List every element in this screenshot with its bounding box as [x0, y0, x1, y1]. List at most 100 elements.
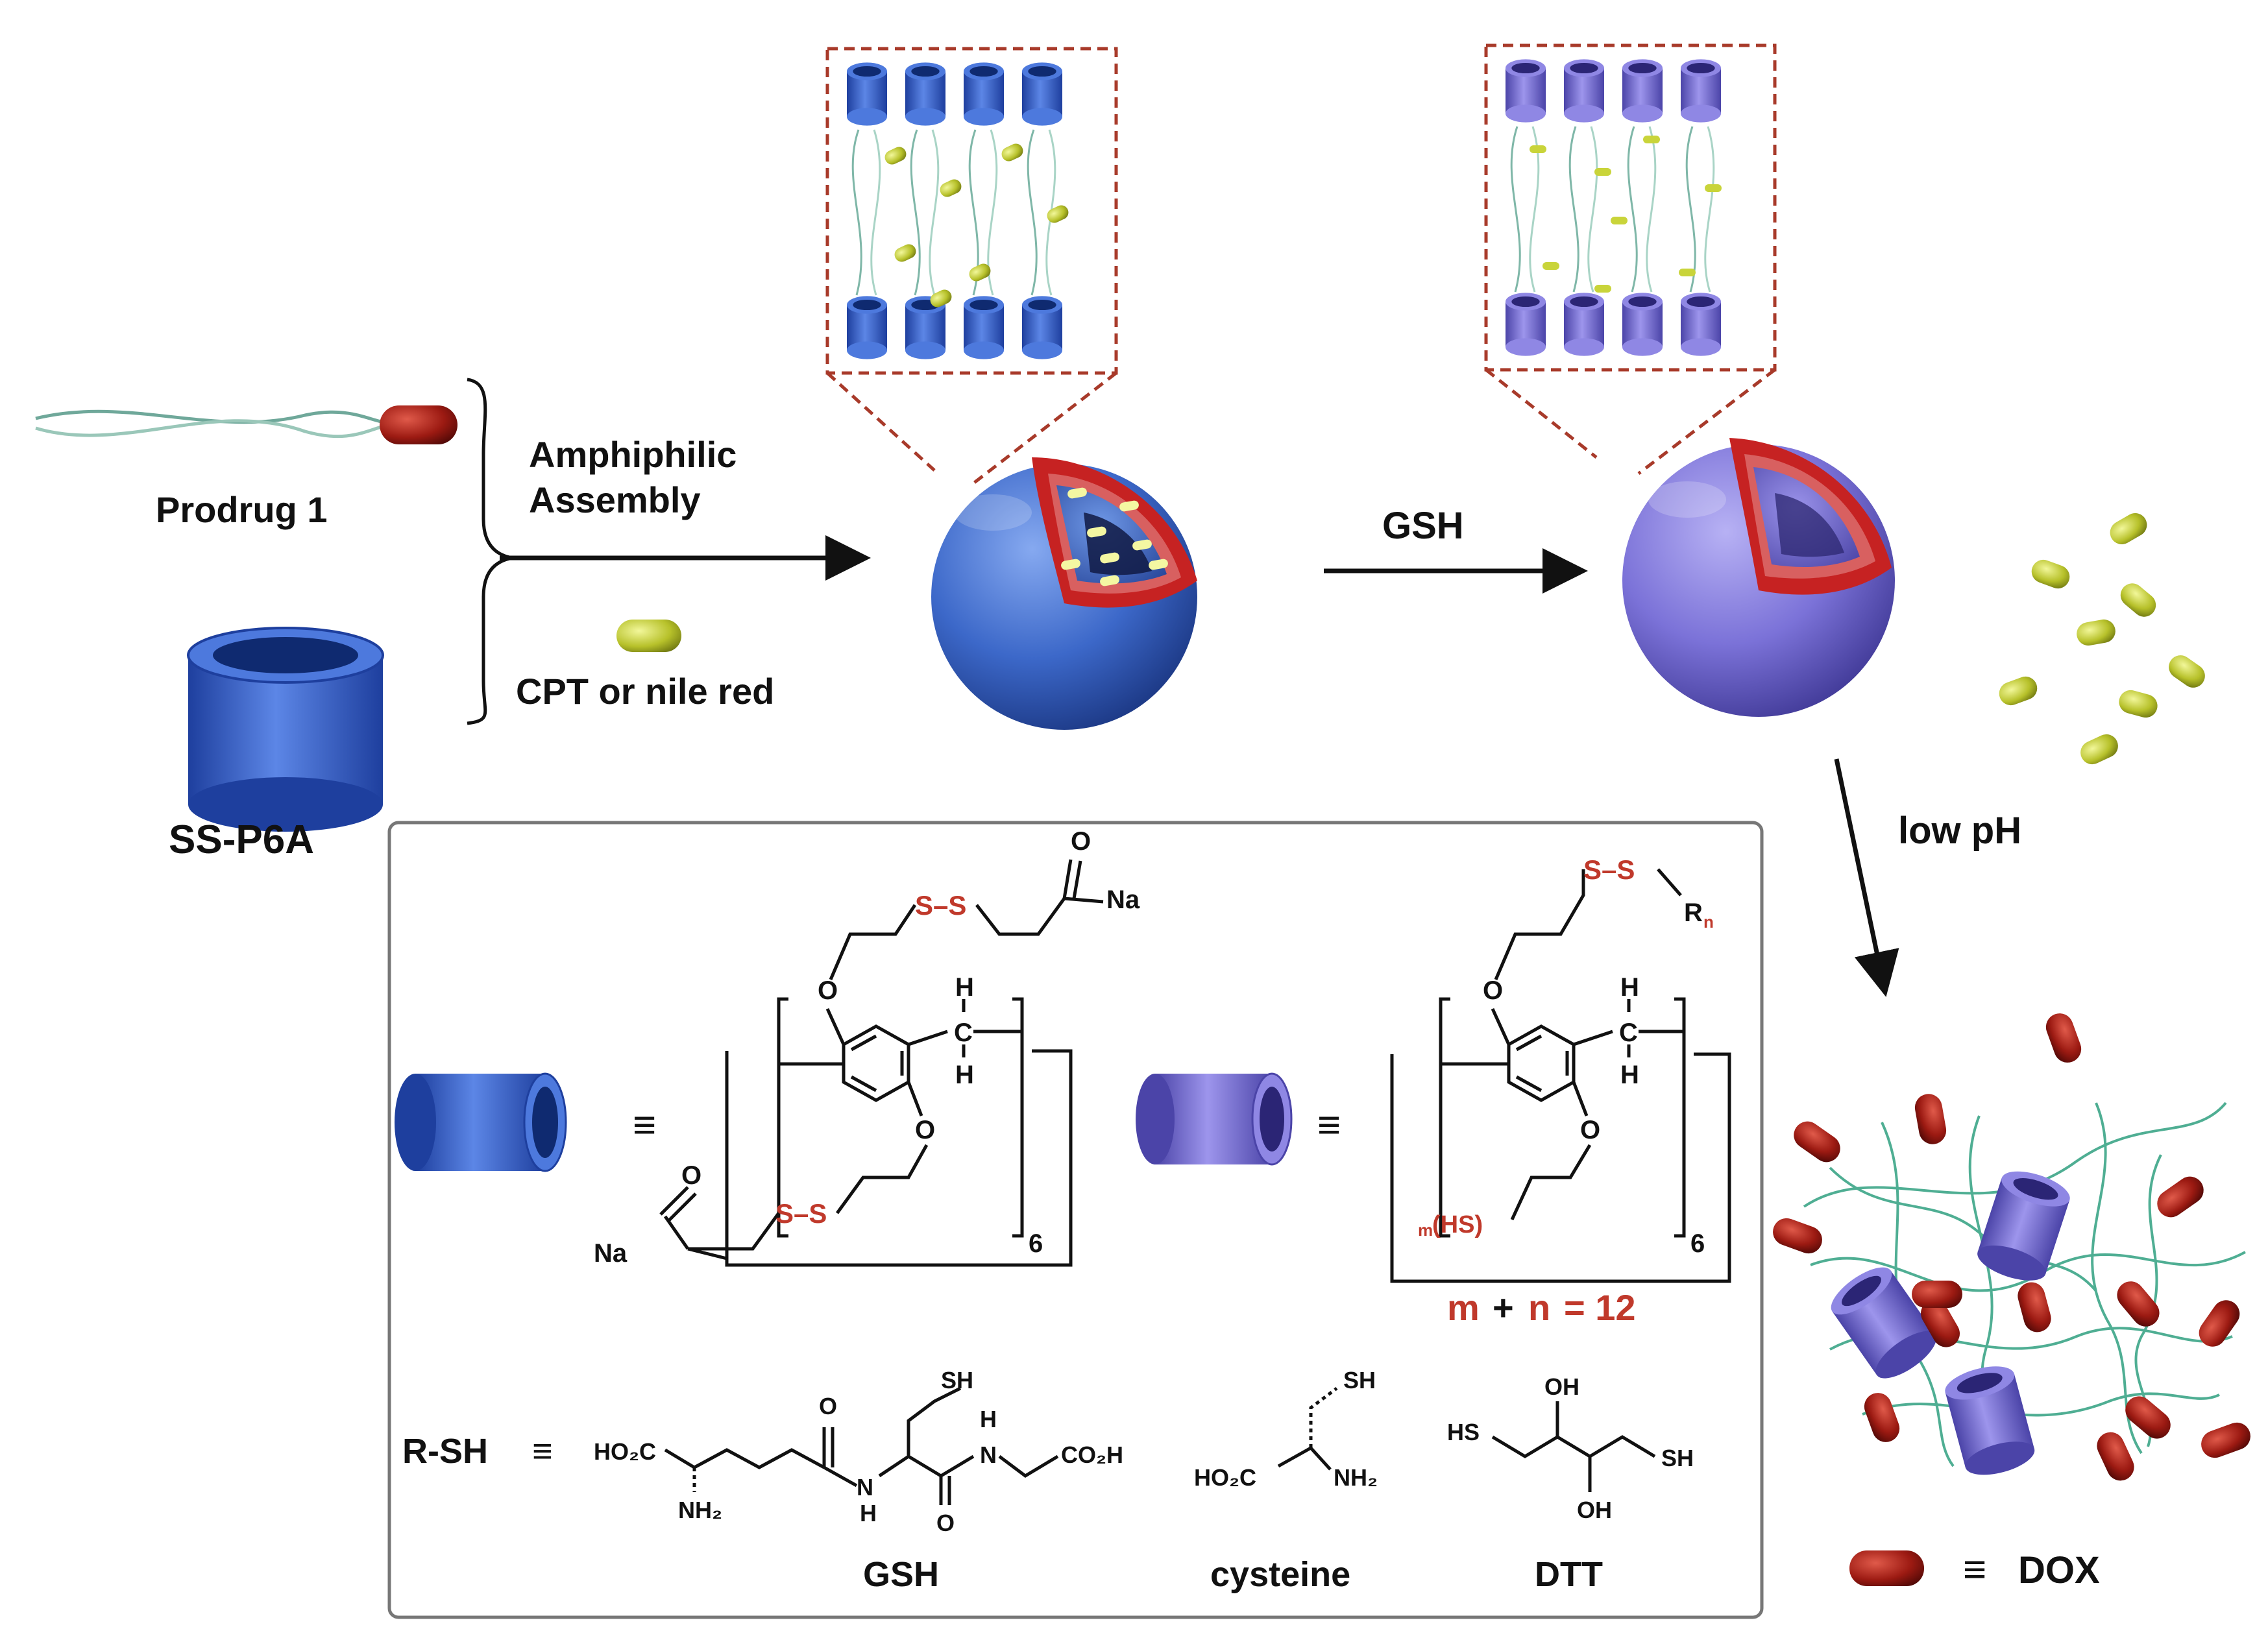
zoom1-drug-icon — [884, 147, 907, 165]
right-structure-labels: S–S R n O O H C H 6 m (HS) m + n = 12 — [1418, 854, 1714, 1328]
released-drug-icon — [2077, 619, 2116, 646]
zoom2-top-cylinder-icon — [1622, 59, 1663, 123]
left-ss-bottom: S–S — [775, 1198, 827, 1229]
zoom1-top-cylinder-icon — [847, 62, 887, 126]
gsh-sh: SH — [941, 1367, 973, 1393]
vesicle-reduced — [1622, 438, 1895, 717]
zoom1-chain — [851, 129, 862, 296]
cluster-dox-icon — [1912, 1281, 1962, 1308]
loaded-drug-icon — [1100, 552, 1119, 564]
loaded-drug-icon — [1149, 559, 1168, 570]
dox-legend-icon — [1849, 1550, 1924, 1586]
dtt-oh-top: OH — [1544, 1373, 1579, 1400]
dox-legend-label: DOX — [2018, 1549, 2100, 1591]
gsh-o2: O — [936, 1510, 955, 1536]
loaded-drug-icon — [1100, 575, 1119, 586]
cysteine-name: cysteine — [1210, 1555, 1350, 1594]
rsh-label: R-SH — [402, 1432, 488, 1471]
left-na-top: Na — [1106, 886, 1140, 914]
released-drug-icon — [2080, 734, 2118, 765]
cluster-dox-icon — [2117, 1281, 2160, 1327]
right-hs-prefix: m — [1418, 1220, 1433, 1240]
zoom2-top-cylinder-icon — [1681, 59, 1721, 123]
zoom2-chain — [1704, 126, 1715, 293]
zoom2-bottom-cylinder-icon — [1564, 293, 1604, 356]
left-ss-top: S–S — [915, 890, 966, 921]
rsh-equiv: ≡ — [532, 1432, 553, 1471]
left-o-bottom: O — [681, 1161, 701, 1190]
zoom-box-blue — [825, 47, 1118, 485]
zoom2-top-cylinder-icon — [1506, 59, 1546, 123]
zoom1-top-cylinder-icon — [964, 62, 1004, 126]
low-ph-arrow — [1834, 758, 1899, 997]
right-h-top: H — [1620, 973, 1639, 1002]
zoom2-drug-icon — [1530, 145, 1546, 153]
zoom-box-purple — [1484, 43, 1777, 475]
assembly-label-line1: Amphiphilic — [529, 434, 737, 475]
right-r-group: R — [1684, 898, 1703, 927]
dtt-oh-bottom: OH — [1577, 1497, 1612, 1523]
dtt-sh: SH — [1661, 1445, 1694, 1471]
zoom2-drug-icon — [1542, 262, 1559, 270]
released-drug-icon — [2031, 559, 2070, 589]
cluster-dox-icon — [2045, 1013, 2082, 1063]
zoom1-bottom-cylinder-icon — [847, 296, 887, 359]
gsh-nh: N — [857, 1474, 873, 1501]
zoom1-chain — [910, 129, 921, 296]
zoom2-chain — [1685, 126, 1696, 293]
loaded-drug-icon — [1067, 487, 1087, 499]
released-cargo-group — [1999, 512, 2205, 765]
cluster-chain — [1829, 1166, 2097, 1292]
zoom2-chain — [1510, 126, 1521, 293]
low-ph-label: low pH — [1898, 810, 2021, 852]
left-h-bottom: H — [955, 1061, 974, 1089]
cluster-dox-icon — [1914, 1094, 1947, 1144]
zoom1-drug-icon — [894, 244, 916, 262]
mn-n: n — [1528, 1287, 1550, 1328]
left-pillararene-structure — [659, 859, 1104, 1267]
vesicle-loaded — [931, 457, 1197, 730]
zoom1-bottom-cylinder-icon — [964, 296, 1004, 359]
mn-m: m — [1447, 1287, 1480, 1328]
dtt-hs: HS — [1447, 1419, 1480, 1445]
gsh-h: H — [980, 1406, 997, 1432]
assembly-label-line2: Assembly — [529, 479, 701, 520]
prodrug-label: Prodrug 1 — [156, 489, 327, 530]
mn-eq: = 12 — [1564, 1287, 1636, 1328]
cluster-dox-icon — [1794, 1121, 1840, 1163]
cysteine-labels: SH HO₂C NH₂ cysteine — [1194, 1367, 1378, 1594]
mn-plus: + — [1493, 1287, 1514, 1328]
prodrug-graphic — [35, 405, 457, 444]
right-h-bottom: H — [1620, 1061, 1639, 1089]
zoom2-bottom-cylinder-icon — [1622, 293, 1663, 356]
gsh-co2h: CO₂H — [1061, 1441, 1123, 1468]
right-o-ring-top: O — [1483, 976, 1503, 1005]
right-c: C — [1619, 1019, 1638, 1047]
cluster-dox-icon — [1864, 1393, 1900, 1442]
zoom2-bottom-cylinder-icon — [1681, 293, 1721, 356]
zoom2-drug-icon — [1705, 184, 1722, 192]
cluster-chain — [1803, 1102, 2227, 1208]
cluster-dox-icon — [1921, 1299, 1960, 1347]
right-pillararene-structure — [1390, 868, 1731, 1283]
zoom2-drug-icon — [1594, 285, 1611, 293]
zoom1-drug-icon — [969, 263, 991, 282]
ssp6a-label: SS-P6A — [169, 817, 314, 862]
zoom1-bottom-cylinder-icon — [905, 296, 945, 359]
released-drug-icon — [2119, 690, 2158, 718]
cysteine-nh2: NH₂ — [1334, 1464, 1378, 1491]
right-ss-top: S–S — [1583, 854, 1635, 885]
loaded-drug-icon — [1132, 539, 1152, 551]
gsh-n2: N — [980, 1441, 997, 1468]
zoom1-chain — [870, 129, 881, 296]
gsh-structure — [664, 1386, 1059, 1505]
zoom2-drug-icon — [1679, 269, 1696, 276]
zoom2-chain — [1587, 126, 1598, 293]
cysteine-sh: SH — [1343, 1367, 1376, 1393]
left-repeat: 6 — [1029, 1229, 1043, 1258]
zoom1-drug-icon — [930, 289, 952, 308]
cluster-dox-icon — [2199, 1300, 2240, 1347]
blue-macrocycle-icon — [395, 1072, 567, 1172]
input-brace — [467, 378, 513, 725]
released-drug-icon — [2169, 655, 2205, 688]
